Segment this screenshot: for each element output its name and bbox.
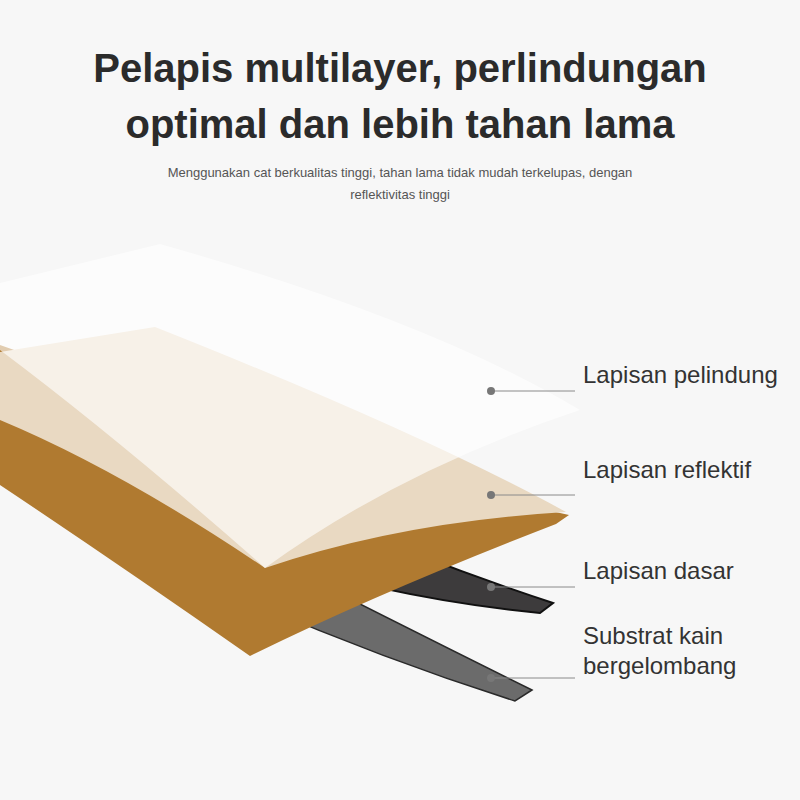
layer-label: Lapisan pelindung	[583, 360, 778, 390]
caption: Menggunakan cat berkualitas tinggi, taha…	[160, 162, 640, 206]
leader-line	[491, 495, 575, 496]
leader-lines	[491, 391, 575, 678]
title: Pelapis multilayer, perlindungan optimal…	[60, 40, 740, 152]
leader-line	[491, 678, 575, 679]
protective-layer-sheet	[0, 244, 580, 568]
leader-dots	[487, 387, 495, 682]
leader-dot	[487, 491, 495, 499]
leader-dot	[487, 583, 495, 591]
leader-line	[491, 587, 575, 588]
leader-dot	[487, 387, 495, 395]
leader-line	[491, 391, 575, 392]
layer-label: Lapisan reflektif	[583, 455, 751, 485]
leader-dot	[487, 674, 495, 682]
layer-label: Lapisan dasar	[583, 556, 734, 586]
layer-label: Substrat kain bergelombang	[583, 621, 788, 681]
